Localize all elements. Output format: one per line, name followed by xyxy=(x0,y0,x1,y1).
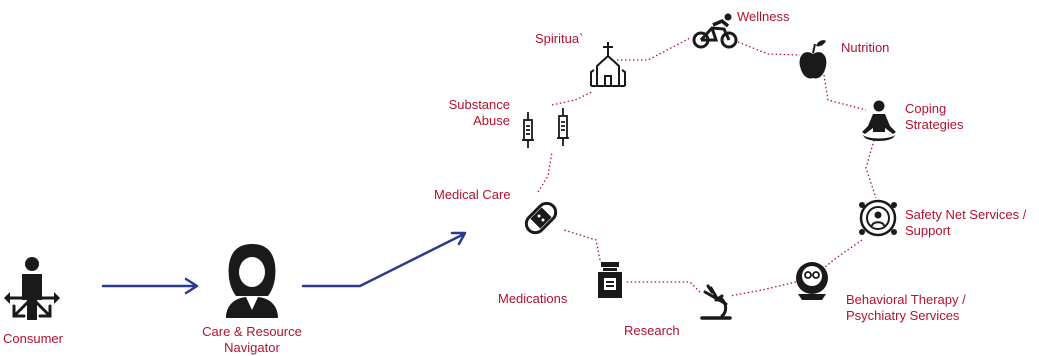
connector-spiritual-wellness xyxy=(617,37,691,61)
arrow-navigator-to-services xyxy=(301,231,467,288)
apple-icon xyxy=(799,40,827,79)
nutrition-label: Nutrition xyxy=(841,40,890,55)
arrow-consumer-to-navigator xyxy=(101,277,199,295)
consumer-label: Consumer xyxy=(3,331,63,346)
connector-nutrition-coping xyxy=(823,74,867,111)
connector-safety-behavioral xyxy=(823,239,863,269)
meditation-icon xyxy=(862,100,896,141)
support-network-icon xyxy=(859,199,897,237)
connector-behavioral-research xyxy=(729,281,797,297)
safety-net-label-line2: Support xyxy=(905,223,951,238)
navigator-woman-icon xyxy=(226,244,278,318)
substance-label-line2: Abuse xyxy=(473,113,510,128)
wellness-label: Wellness xyxy=(737,9,790,24)
microscope-icon xyxy=(700,284,732,320)
connector-substance-spiritual xyxy=(551,91,593,106)
research-label: Research xyxy=(624,323,680,338)
connector-medical-substance xyxy=(537,151,553,193)
behavioral-label: Behavioral Therapy / Psychiatry Services xyxy=(846,292,966,324)
coping-label-line2: Strategies xyxy=(905,117,964,132)
coping-label: Coping Strategies xyxy=(905,101,964,133)
syringe-icon xyxy=(522,108,569,148)
ring-connectors xyxy=(537,37,877,297)
behavioral-label-line2: Psychiatry Services xyxy=(846,308,960,323)
navigator-label-line1: Care & Resource xyxy=(202,324,302,339)
bandage-icon xyxy=(524,201,558,235)
connector-wellness-nutrition xyxy=(737,41,801,56)
behavioral-label-line1: Behavioral Therapy / xyxy=(846,292,966,307)
connector-research-medications xyxy=(625,281,701,293)
substance-label-line1: Substance xyxy=(448,97,510,112)
navigator-label-line2: Navigator xyxy=(224,340,280,355)
pill-bottle-icon xyxy=(598,262,622,298)
psychiatrist-icon xyxy=(796,262,828,300)
connector-coping-safety xyxy=(865,139,877,199)
medications-label: Medications xyxy=(498,291,568,306)
safety-net-label-line1: Safety Net Services / xyxy=(905,207,1027,222)
navigator-label: Care & Resource Navigator xyxy=(180,324,324,356)
medical-care-label: Medical Care xyxy=(434,187,511,202)
church-icon xyxy=(590,42,626,87)
spiritual-label: Spiritua` xyxy=(535,31,584,46)
flow-arrows xyxy=(101,231,467,295)
connector-medications-medical xyxy=(563,229,601,261)
bicycle-icon xyxy=(692,13,738,49)
substance-label: Substance Abuse xyxy=(420,97,510,129)
coping-label-line1: Coping xyxy=(905,101,947,116)
safety-net-label: Safety Net Services / Support xyxy=(905,207,1026,239)
consumer-person-icon xyxy=(4,257,60,320)
